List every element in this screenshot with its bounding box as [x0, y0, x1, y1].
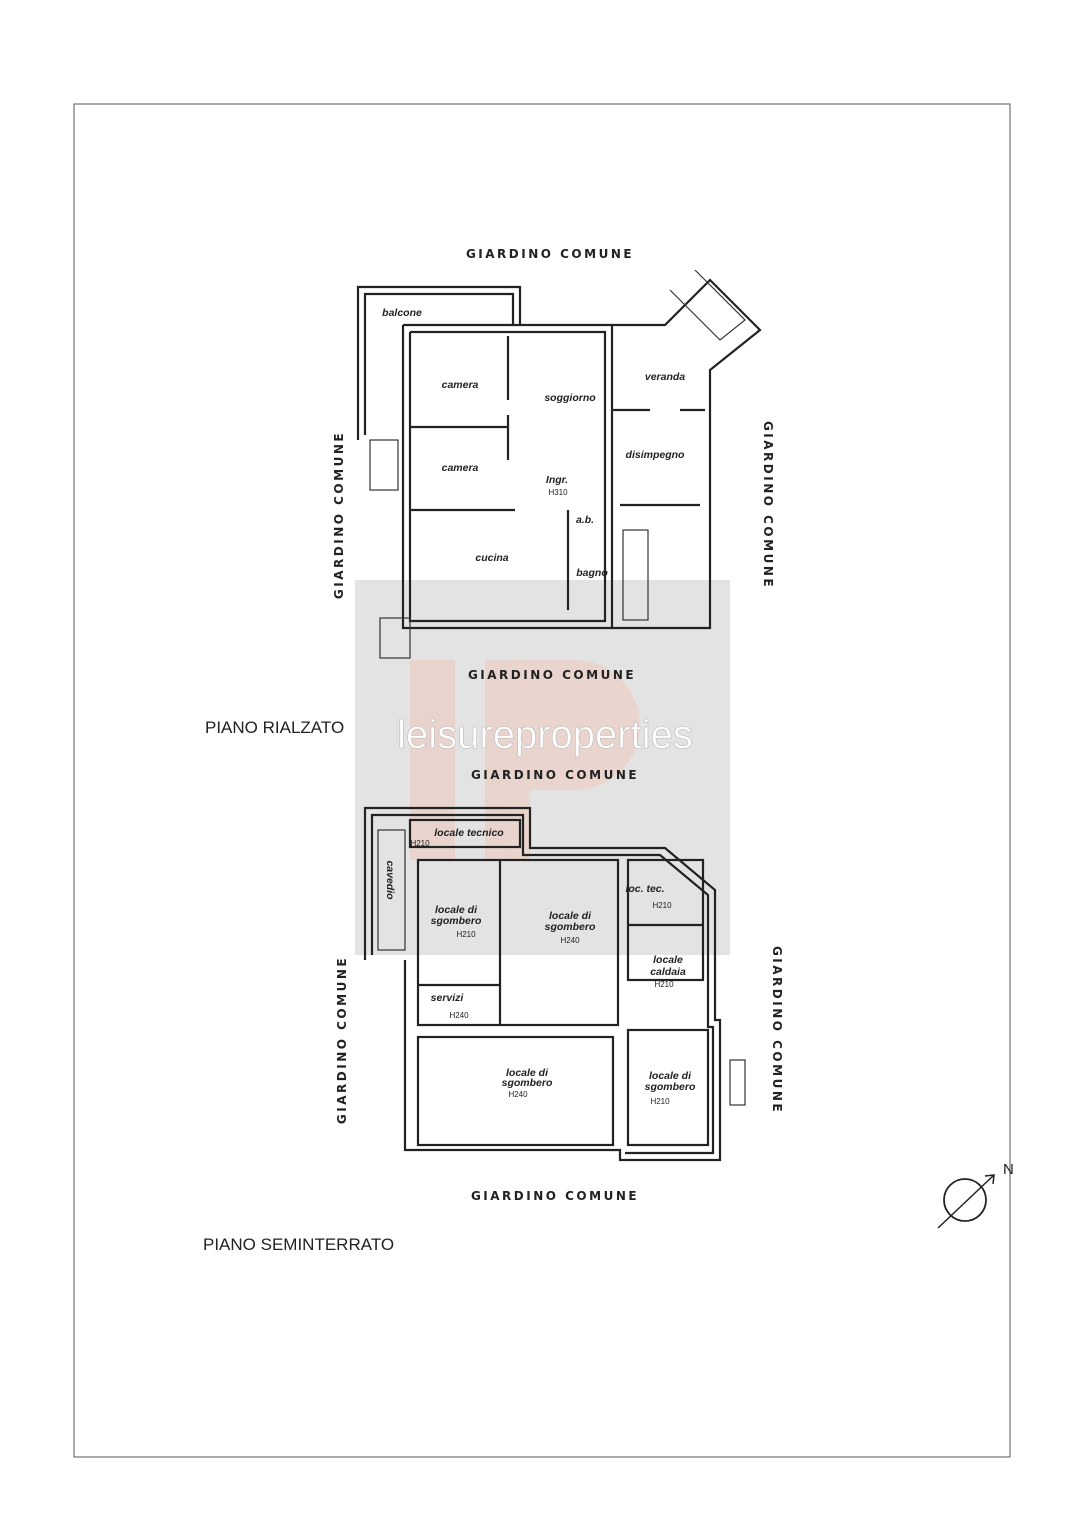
- room-label: disimpegno: [626, 449, 686, 461]
- room-label: Ingr.: [546, 474, 568, 486]
- room-label: sgombero: [645, 1081, 696, 1093]
- room-label: sgombero: [502, 1077, 553, 1089]
- room-label: cavedio: [384, 860, 396, 900]
- upper-floor-title: PIANO RIALZATO: [205, 718, 344, 737]
- room-label: locale di: [435, 904, 478, 916]
- room-label: cucina: [475, 552, 508, 564]
- room-label: camera: [442, 462, 479, 474]
- room-height: H210: [654, 980, 674, 989]
- room-label: locale: [653, 954, 683, 966]
- room-label: sgombero: [431, 915, 482, 927]
- room-label: balcone: [382, 307, 422, 319]
- room-label: veranda: [645, 371, 685, 383]
- upper-floor-walls: [356, 269, 762, 659]
- garden-label-right-lower: GIARDINO COMUNE: [770, 946, 784, 1114]
- garden-label-bottom-lower: GIARDINO COMUNE: [471, 1189, 639, 1203]
- garden-label-left-lower: GIARDINO COMUNE: [335, 956, 349, 1124]
- garden-label-left: GIARDINO COMUNE: [332, 431, 346, 599]
- garden-label-top-lower: GIARDINO COMUNE: [471, 768, 639, 782]
- room-label: loc. tec.: [625, 883, 664, 895]
- room-height: H310: [548, 488, 568, 497]
- room-label: sgombero: [545, 921, 596, 933]
- room-label: a.b.: [576, 514, 594, 526]
- watermark-logo: [410, 660, 640, 860]
- watermark-text: leisureproperties: [397, 713, 693, 757]
- room-label: caldaia: [650, 966, 686, 978]
- room-height: H210: [456, 930, 476, 939]
- room-height: H240: [508, 1090, 528, 1099]
- room-height: H240: [449, 1011, 469, 1020]
- north-label: N: [1003, 1161, 1014, 1178]
- room-height: H210: [652, 901, 672, 910]
- room-label: locale di: [506, 1067, 549, 1079]
- garden-label-right: GIARDINO COMUNE: [761, 421, 775, 589]
- garden-label-top: GIARDINO COMUNE: [466, 247, 634, 261]
- room-label: locale tecnico: [434, 827, 504, 839]
- room-label: bagno: [576, 567, 608, 579]
- north-arrow-icon: [937, 1174, 995, 1229]
- room-label: locale di: [549, 910, 592, 922]
- garden-label-bottom: GIARDINO COMUNE: [468, 668, 636, 682]
- room-height: H240: [560, 936, 580, 945]
- room-label: servizi: [431, 992, 465, 1004]
- room-height: H210: [650, 1097, 670, 1106]
- room-label: soggiorno: [544, 392, 596, 404]
- room-height: H210: [410, 839, 430, 848]
- lower-floor-title: PIANO SEMINTERRATO: [203, 1235, 394, 1254]
- room-label: locale di: [649, 1070, 692, 1082]
- lower-floor-walls: [363, 806, 746, 1162]
- page-frame: [73, 103, 1011, 1458]
- room-label: camera: [442, 379, 479, 391]
